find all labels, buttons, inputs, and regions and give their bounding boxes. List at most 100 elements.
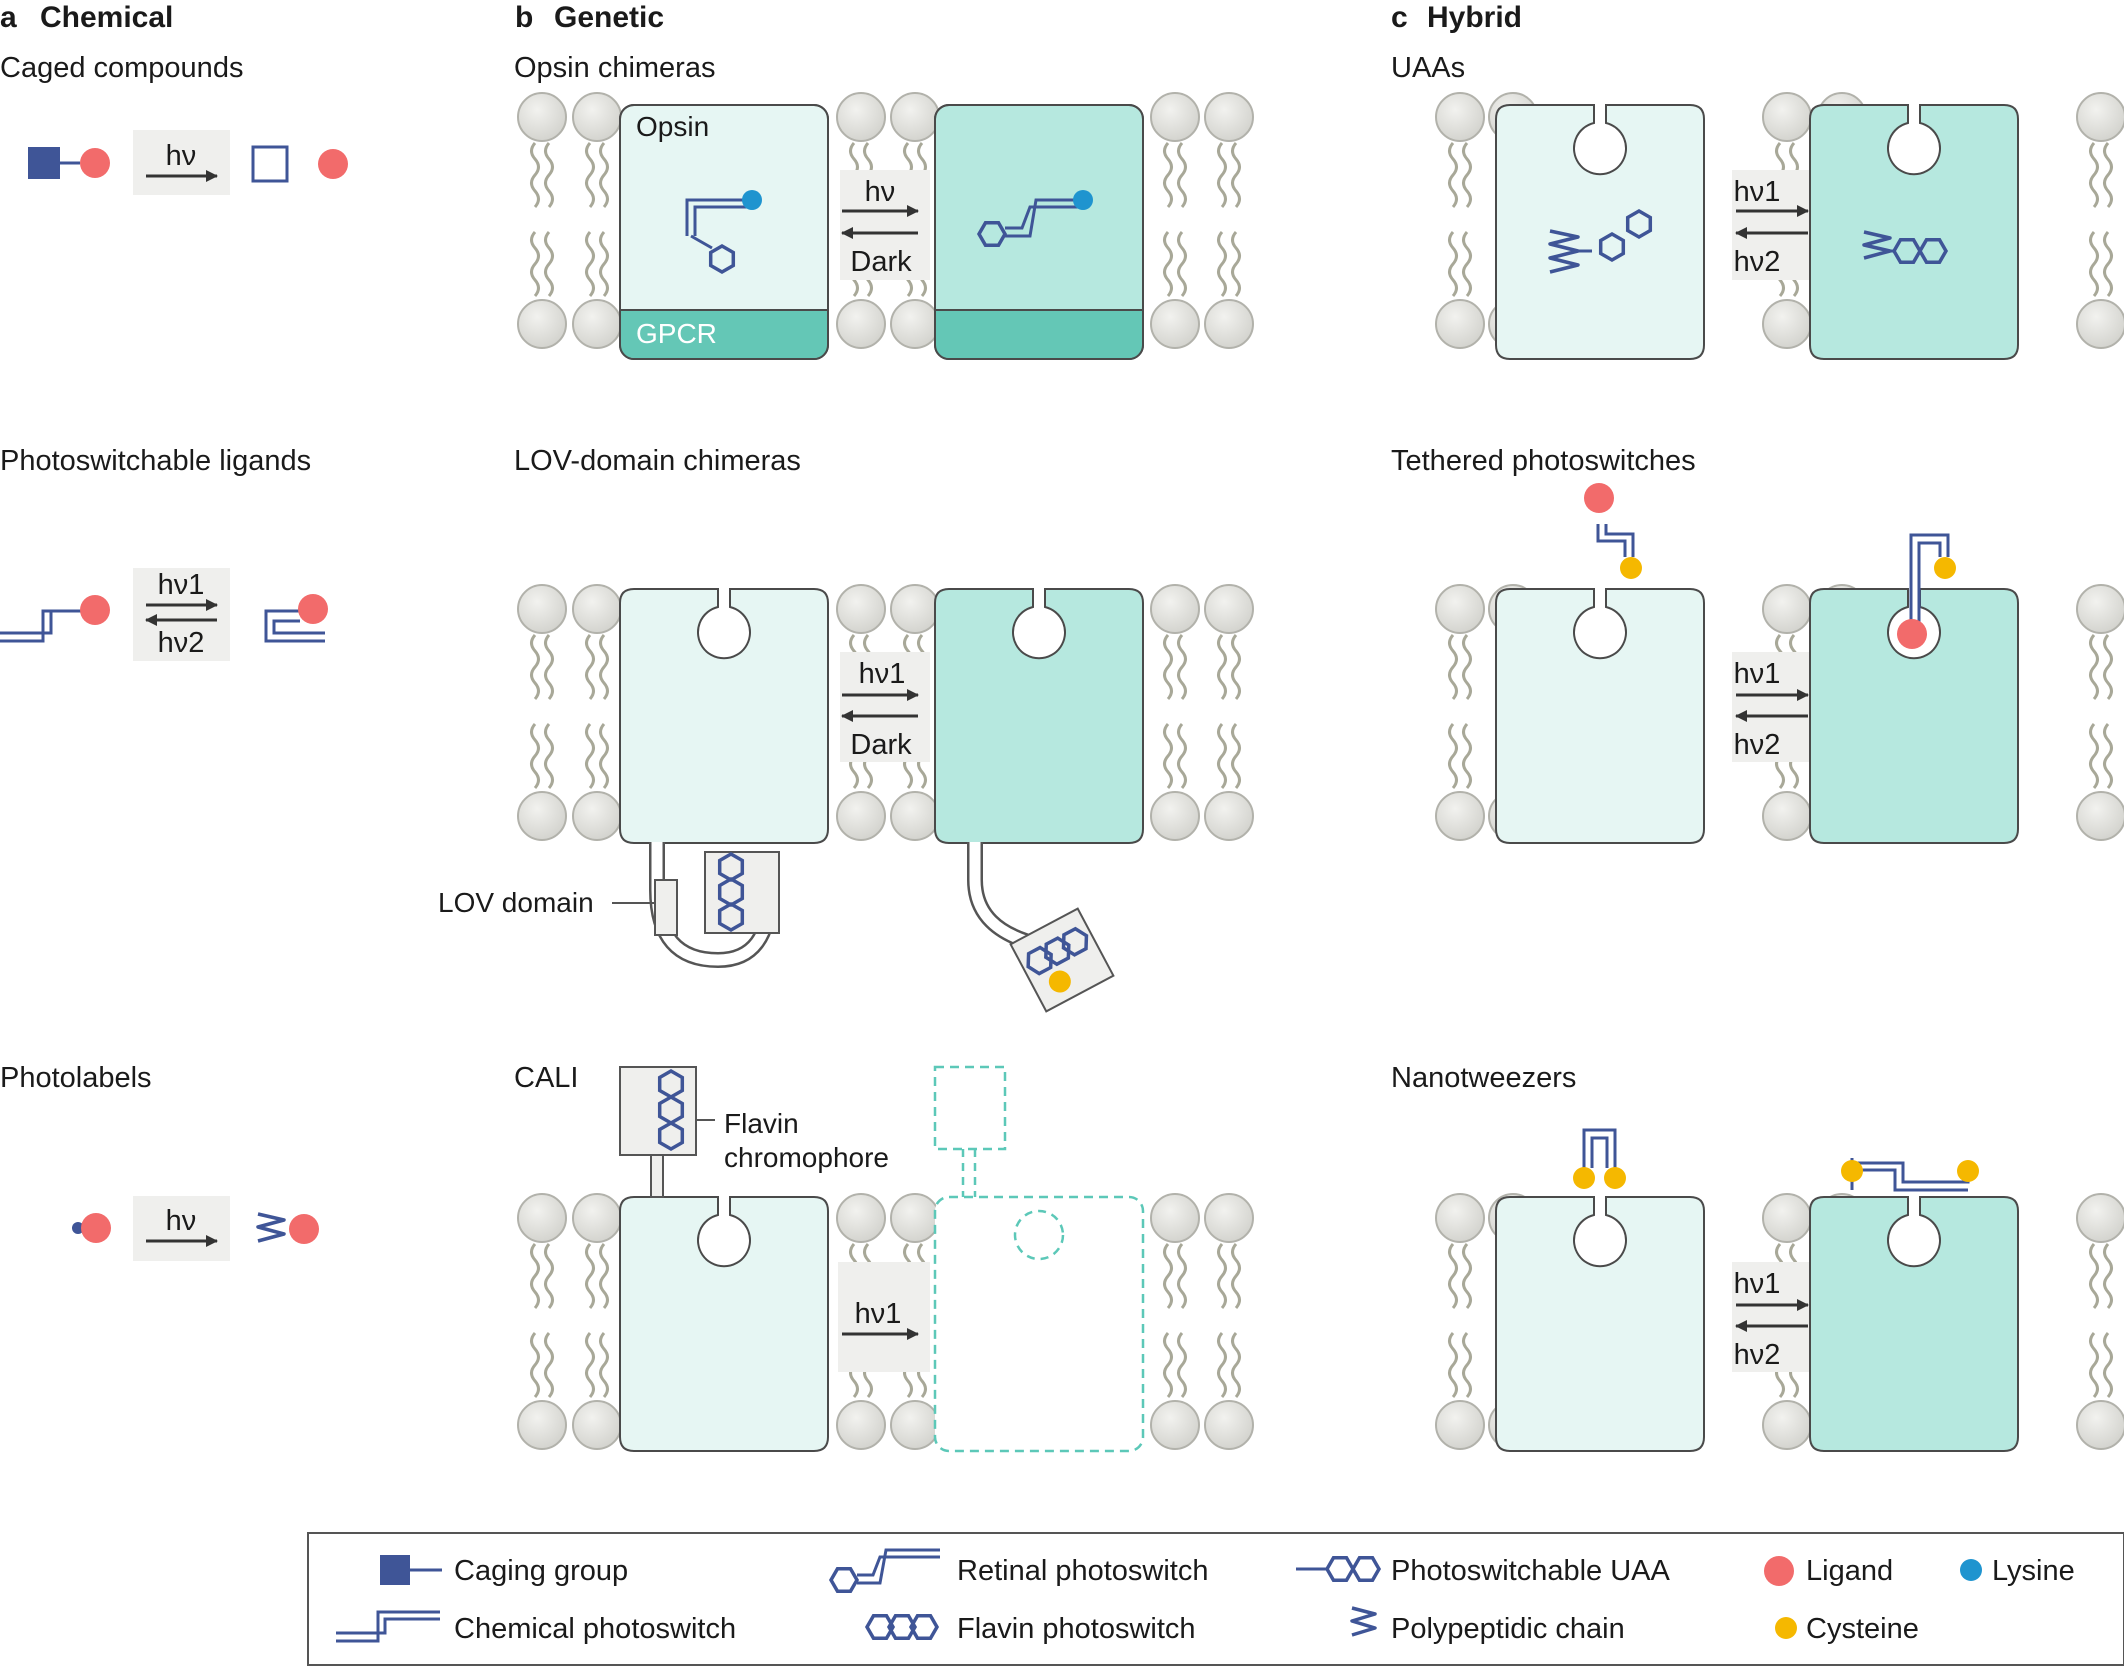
photolabels-scheme: hν [72, 1196, 319, 1261]
hv1-label: hν1 [1734, 1268, 1781, 1300]
lov-domain-label: LOV domain [438, 887, 594, 918]
ligand-icon [81, 1213, 111, 1243]
uaa-protein-dark-state [1495, 104, 1705, 360]
opsin-protein-dark-state: Opsin GPCR [619, 104, 829, 360]
hv1-label: hν1 [1734, 176, 1781, 208]
panel-c-letter: c [1391, 1, 1408, 34]
tethered-protein-dark-state [1495, 483, 1705, 844]
hv1-label: hν1 [158, 569, 205, 601]
legend-photoswitchable-uaa: Photoswitchable UAA [1296, 1555, 1671, 1587]
tethered-protein-light-state [1809, 533, 2019, 844]
hv2-label: hν2 [1734, 729, 1781, 761]
legend-cysteine-label: Cysteine [1806, 1613, 1919, 1645]
polypeptide-icon [256, 1212, 286, 1243]
cysteine-icon [1841, 1160, 1863, 1182]
polypeptide-icon [1350, 1606, 1377, 1637]
hv-label: hν [166, 140, 197, 172]
hv-label: hν [865, 176, 896, 208]
legend-caging-group: Caging group [380, 1555, 628, 1587]
opsin-label: Opsin [636, 111, 709, 142]
cali-arrow-box: hν1 [838, 1262, 930, 1372]
panel-b-letter: b [515, 1, 533, 34]
retinal-photoswitch-icon [857, 1548, 940, 1585]
legend-ligand-label: Ligand [1806, 1555, 1893, 1587]
legend-polypeptidic-chain: Polypeptidic chain [1350, 1606, 1625, 1645]
ligand-icon [80, 595, 110, 625]
ligand-icon [289, 1214, 319, 1244]
panel-c-header: c Hybrid [1391, 1, 1522, 34]
chemical-photoswitch-icon [336, 1610, 440, 1643]
lov-protein-dark-state: LOV domain [438, 588, 829, 969]
legend-photoswitchable-uaa-label: Photoswitchable UAA [1391, 1555, 1671, 1587]
hv-label: hν [166, 1205, 197, 1237]
ligand-icon [80, 148, 110, 178]
retinal-photoswitch-icon [977, 190, 1093, 248]
ligand-icon [1764, 1556, 1794, 1586]
cali-protein-intact: Flavin chromophore [619, 1066, 889, 1452]
dark-label: Dark [850, 246, 912, 278]
photoswitchable-ligands-scheme: hν1 hν2 [0, 568, 328, 661]
tethered-photoswitches-title: Tethered photoswitches [1391, 445, 1696, 477]
nanotweezers-protein-dark-state [1495, 1128, 1705, 1452]
caged-compounds-scheme: hν [28, 130, 348, 195]
ligand-icon [318, 149, 348, 179]
panel-a-letter: a [0, 1, 17, 34]
ligand-icon [1584, 483, 1614, 513]
lov-domain-box [654, 879, 678, 936]
photoswitchable-ligands-title: Photoswitchable ligands [0, 445, 311, 477]
lov-protein-light-state [934, 588, 1144, 1013]
uaa-protein-light-state [1809, 104, 2019, 360]
chromophore-label: chromophore [724, 1142, 889, 1173]
legend-caging-group-label: Caging group [454, 1555, 628, 1587]
panel-b-title: Genetic [554, 1, 664, 34]
caging-group-icon [28, 147, 60, 179]
cysteine-icon [1604, 1167, 1626, 1189]
nanotweezers-title: Nanotweezers [1391, 1062, 1576, 1094]
retinal-photoswitch-icon [685, 190, 762, 274]
hv1-label: hν1 [859, 658, 906, 690]
cali-title: CALI [514, 1062, 578, 1094]
legend-box [307, 1532, 2124, 1666]
legend-chemical-photoswitch-label: Chemical photoswitch [454, 1613, 736, 1645]
cysteine-icon [1775, 1617, 1797, 1639]
cysteine-icon [1573, 1167, 1595, 1189]
hv2-label: hν2 [158, 627, 205, 659]
cysteine-icon [1957, 1160, 1979, 1182]
caged-compounds-title: Caged compounds [0, 52, 243, 84]
lov-arrow-box: hν1 Dark [840, 652, 930, 762]
nanotweezers-arrow-box: hν1 hν2 [1732, 1262, 1812, 1372]
lysine-icon [1073, 190, 1093, 210]
cysteine-icon [1620, 557, 1642, 579]
ligand-icon [1897, 619, 1927, 649]
legend-flavin-photoswitch-label: Flavin photoswitch [957, 1613, 1196, 1645]
gpcr-label: GPCR [636, 318, 717, 349]
arrow-box [133, 1196, 230, 1261]
uncaged-group-icon [251, 145, 289, 183]
ligand-icon [298, 594, 328, 624]
lov-domain-chimeras-title: LOV-domain chimeras [514, 445, 801, 477]
hv1-label: hν1 [1734, 658, 1781, 690]
hv2-label: hν2 [1734, 1339, 1781, 1371]
legend: Caging group Chemical photoswitch Retina… [307, 1532, 2124, 1666]
legend-polypeptidic-chain-label: Polypeptidic chain [1391, 1613, 1625, 1645]
opsin-chimeras-title: Opsin chimeras [514, 52, 715, 84]
legend-flavin-photoswitch: Flavin photoswitch [865, 1613, 1196, 1645]
lysine-icon [742, 190, 762, 210]
panel-a-title: Chemical [40, 1, 173, 34]
legend-ligand: Ligand [1764, 1555, 1893, 1587]
flavin-box-rotated [1009, 907, 1115, 1013]
cysteine-icon [1934, 557, 1956, 579]
arrow-box [133, 130, 230, 195]
opsin-arrow-box: hν Dark [840, 170, 930, 280]
legend-chemical-photoswitch: Chemical photoswitch [336, 1610, 736, 1645]
legend-lysine-label: Lysine [1992, 1555, 2075, 1587]
flavin-label: Flavin [724, 1108, 799, 1139]
hv2-label: hν2 [1734, 246, 1781, 278]
legend-cysteine: Cysteine [1775, 1613, 1919, 1645]
uaas-title: UAAs [1391, 52, 1465, 84]
legend-retinal-photoswitch: Retinal photoswitch [829, 1548, 1208, 1594]
photolabels-title: Photolabels [0, 1062, 152, 1094]
panel-b-header: b Genetic [515, 1, 664, 34]
cysteine-icon [1048, 970, 1071, 993]
